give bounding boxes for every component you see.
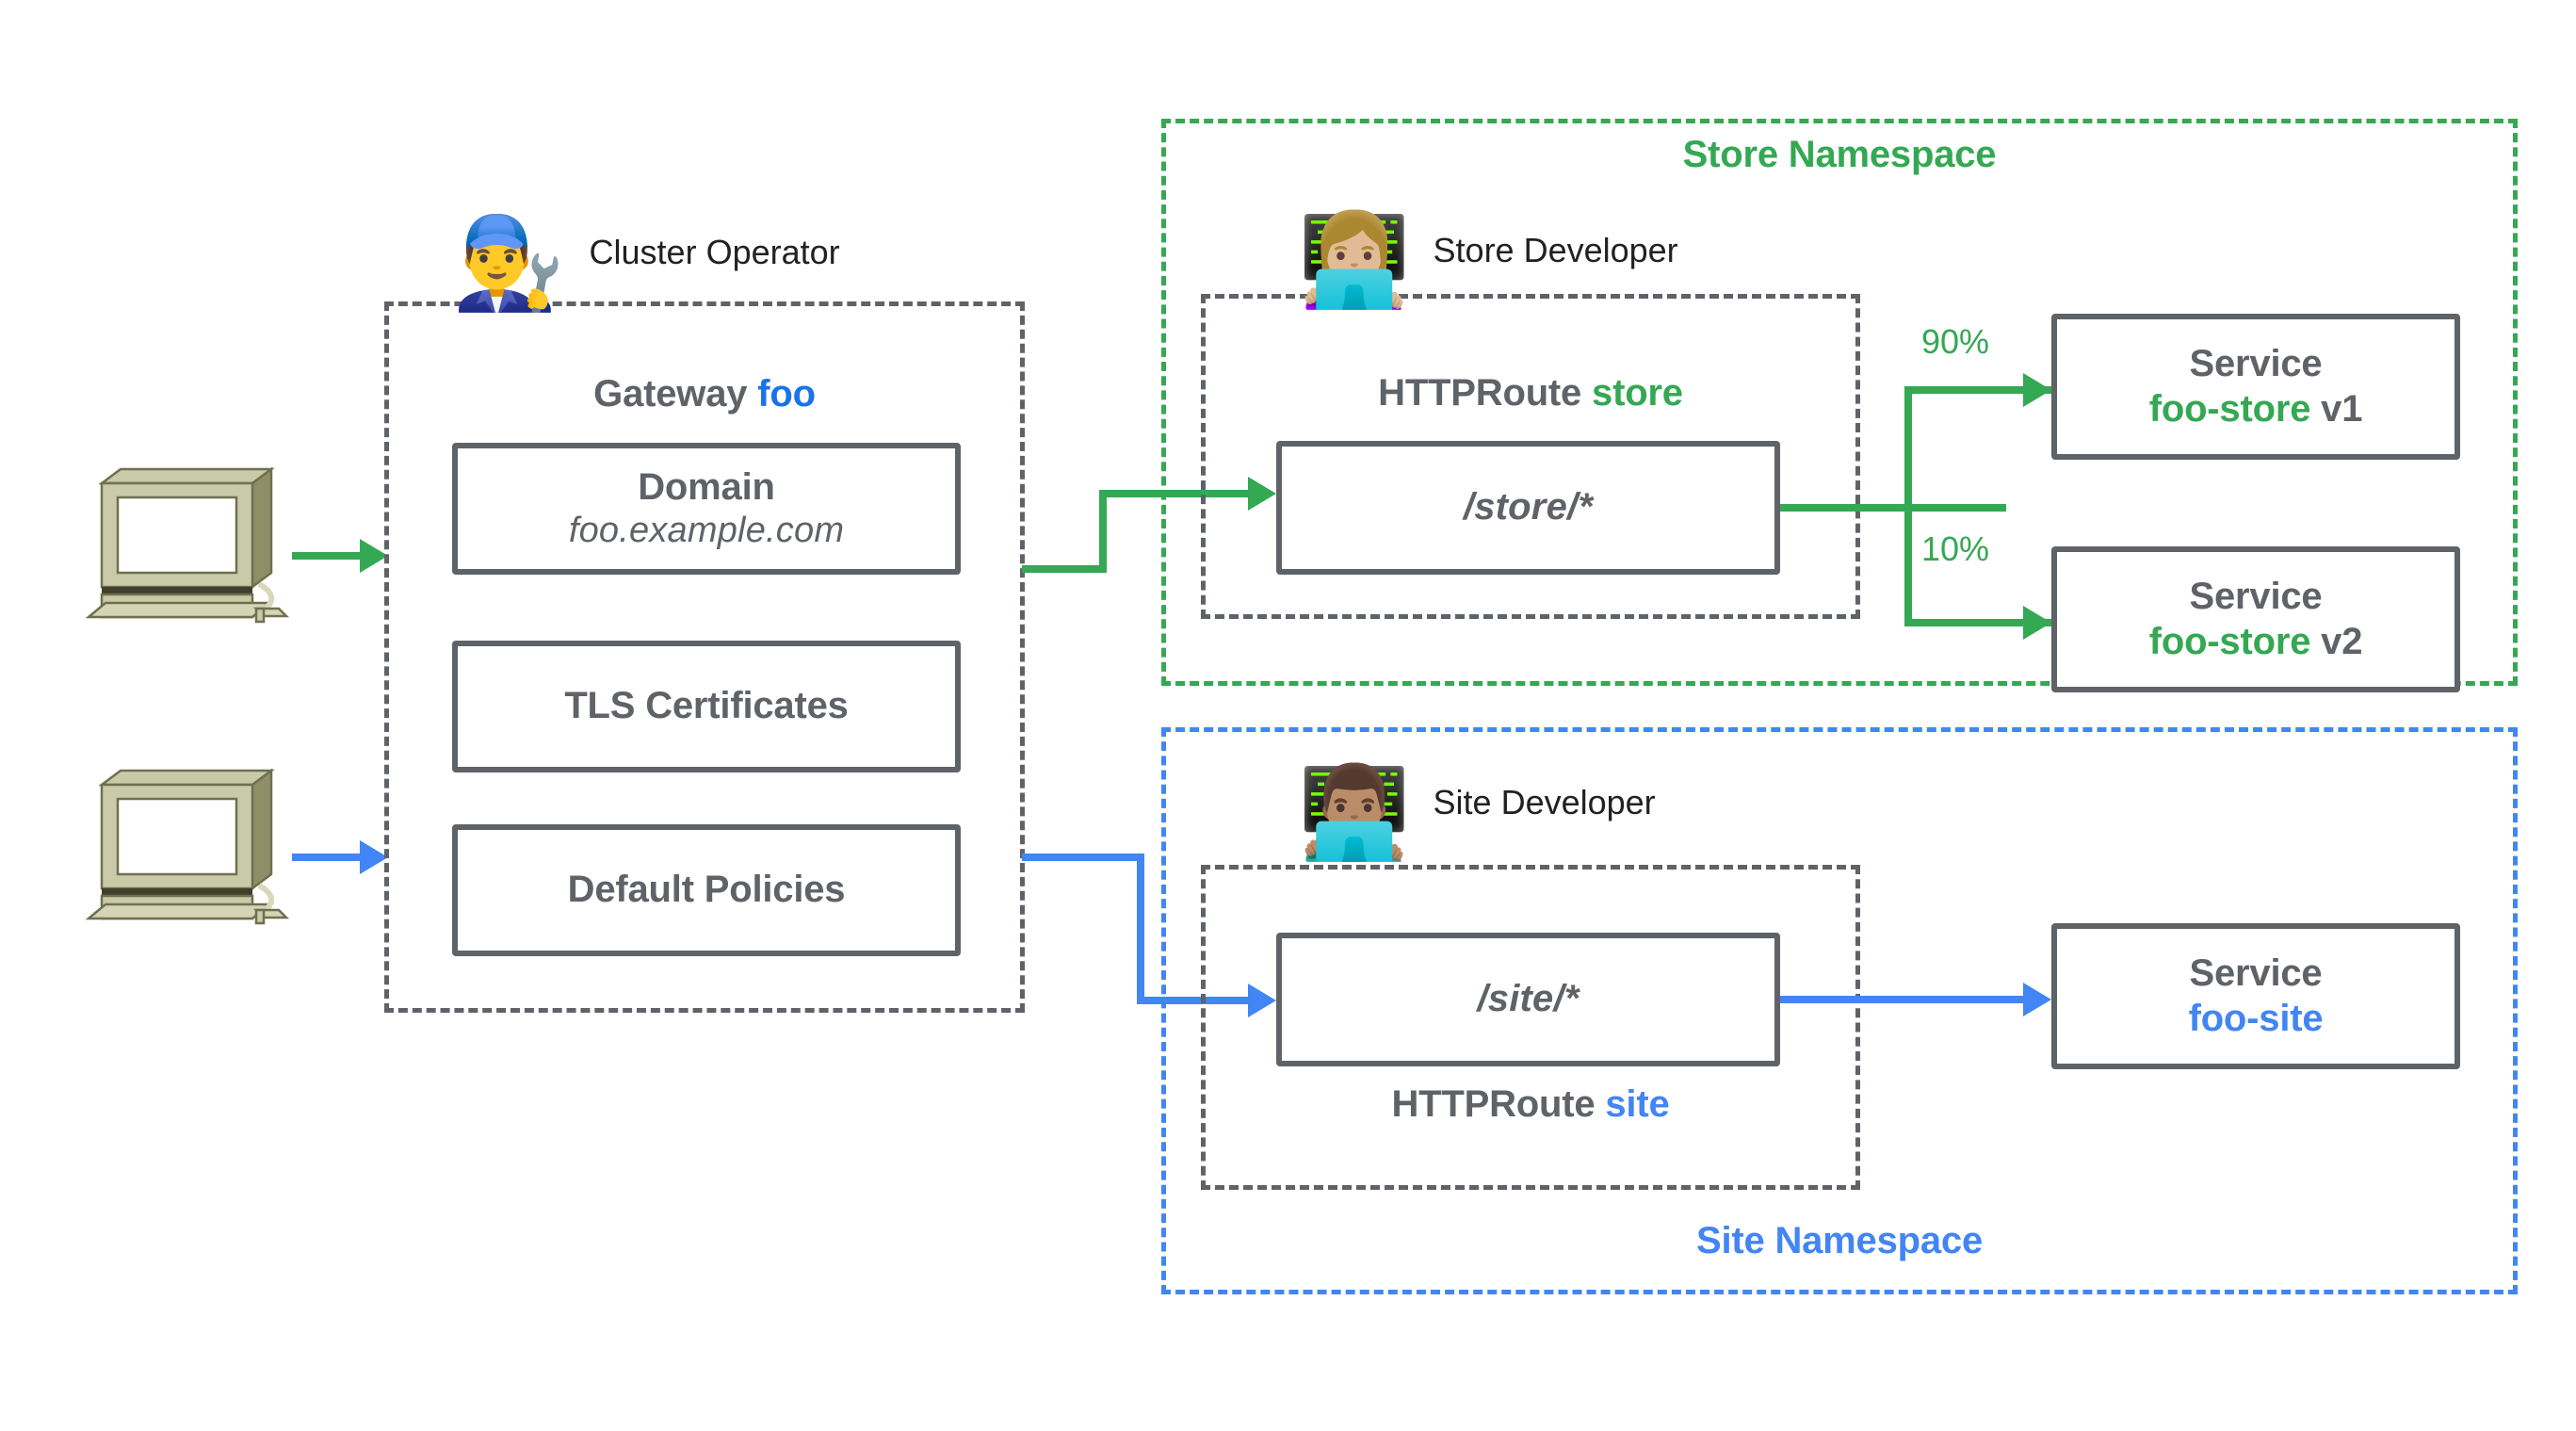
service-foo-store-v2-version: v2 [2321, 620, 2363, 662]
service-foo-store-v2-name: foo-store [2148, 620, 2311, 662]
httproute-site-path-box[interactable]: /site/* [1276, 933, 1780, 1066]
service-foo-store-v1-name: foo-store [2148, 387, 2311, 430]
service-foo-store-v2[interactable]: Service foo-store v2 [2051, 546, 2460, 692]
service-foo-store-v1[interactable]: Service foo-store v1 [2051, 314, 2460, 460]
service-foo-site-name: foo-site [2188, 997, 2324, 1039]
store-backend-branch-h-v1 [1904, 386, 2060, 394]
service-foo-site[interactable]: Service foo-site [2051, 923, 2460, 1069]
store-backend-weight-v1: 90% [1921, 322, 1990, 361]
namespace-site-boundary [1161, 727, 2518, 1294]
httproute-store-title-prefix: HTTPRoute [1378, 372, 1582, 414]
woman-technologist-emoji: 👩🏼‍💻 [1298, 210, 1411, 311]
gateway-resource-default-policies[interactable]: Default Policies [452, 824, 961, 956]
client-to-gateway-arrowhead-store [360, 539, 388, 573]
gateway-resource-tls-certificates[interactable]: TLS Certificates [452, 641, 961, 772]
store-backend-branch-h-v2 [1904, 619, 2060, 626]
httproute-store-title-name: store [1592, 372, 1683, 414]
httproute-store-path-box[interactable]: /store/* [1276, 441, 1780, 575]
gateway-to-site-seg-h2 [1137, 997, 1255, 1004]
service-foo-store-v2-kind: Service [2189, 576, 2323, 618]
gateway-resource-domain-value: foo.example.com [568, 511, 845, 551]
namespace-site-title: Site Namespace [1695, 1220, 1984, 1261]
persona-store-developer: 👩🏼‍💻 Store Developer [1298, 209, 1901, 313]
httproute-site-title-name: site [1605, 1083, 1670, 1125]
gateway-title-prefix: Gateway [593, 373, 748, 415]
httproute-store-boundary [1201, 294, 1860, 619]
persona-site-developer: 👨🏽‍💻 Site Developer [1298, 761, 1901, 865]
gateway-to-site-seg-h1 [1022, 854, 1144, 861]
gateway-resource-tls-certificates-title: TLS Certificates [564, 685, 849, 727]
store-backend-branch-v-up [1904, 386, 1912, 508]
httproute-site-path-value: /site/* [1477, 978, 1580, 1020]
client-to-gateway-line-store [292, 552, 360, 560]
desktop-computer-icon [75, 754, 292, 928]
gateway-resource-domain-title: Domain [638, 465, 775, 508]
httproute-site-boundary [1201, 865, 1860, 1190]
namespace-store-title: Store Namespace [1682, 134, 1997, 175]
gateway-resource-default-policies-title: Default Policies [567, 869, 846, 911]
client-to-gateway-line-site [292, 854, 360, 861]
man-mechanic-emoji: 👨‍🔧 [452, 213, 565, 314]
httproute-store-path-value: /store/* [1463, 486, 1594, 528]
gateway-to-store-seg-h2 [1099, 490, 1255, 497]
site-backend-line [1780, 996, 2023, 1003]
store-backend-arrowhead-v2 [2023, 606, 2051, 640]
gateway-to-store-seg-h1 [1022, 565, 1107, 573]
desktop-computer-icon [75, 452, 292, 626]
gateway-boundary [384, 301, 1025, 1013]
persona-label-cluster-operator: Cluster Operator [589, 233, 840, 271]
persona-label-site-developer: Site Developer [1433, 783, 1656, 821]
gateway-to-site-arrowhead [1248, 984, 1276, 1017]
gateway-to-site-seg-v [1137, 854, 1144, 1004]
namespace-store-boundary [1161, 119, 2518, 686]
man-technologist-emoji: 👨🏽‍💻 [1298, 762, 1411, 863]
persona-label-store-developer: Store Developer [1433, 231, 1678, 269]
service-foo-site-kind: Service [2189, 952, 2323, 995]
service-foo-store-v1-version: v1 [2321, 387, 2363, 430]
httproute-site-title-prefix: HTTPRoute [1391, 1083, 1596, 1125]
gateway-resource-domain[interactable]: Domain foo.example.com [452, 443, 961, 575]
httproute-site-title: HTTPRoute site [1201, 1083, 1860, 1126]
service-foo-store-v2-name-row: foo-store v2 [2149, 620, 2363, 664]
store-backend-weight-v2: 10% [1921, 529, 1990, 568]
client-to-gateway-arrowhead-site [360, 840, 388, 874]
httproute-store-title: HTTPRoute store [1201, 372, 1860, 415]
gateway-title: Gateway foo [384, 373, 1025, 415]
store-backend-branch-v-down [1904, 504, 1912, 626]
site-backend-arrowhead [2023, 983, 2051, 1016]
store-backend-trunk [1780, 504, 2006, 512]
store-backend-arrowhead-v1 [2023, 373, 2051, 407]
gateway-to-store-arrowhead [1248, 477, 1276, 511]
persona-cluster-operator: 👨‍🔧 Cluster Operator [452, 212, 980, 316]
service-foo-store-v1-name-row: foo-store v1 [2149, 387, 2363, 431]
gateway-title-name: foo [757, 373, 816, 415]
service-foo-store-v1-kind: Service [2189, 343, 2323, 385]
gateway-to-store-seg-v [1099, 490, 1107, 573]
